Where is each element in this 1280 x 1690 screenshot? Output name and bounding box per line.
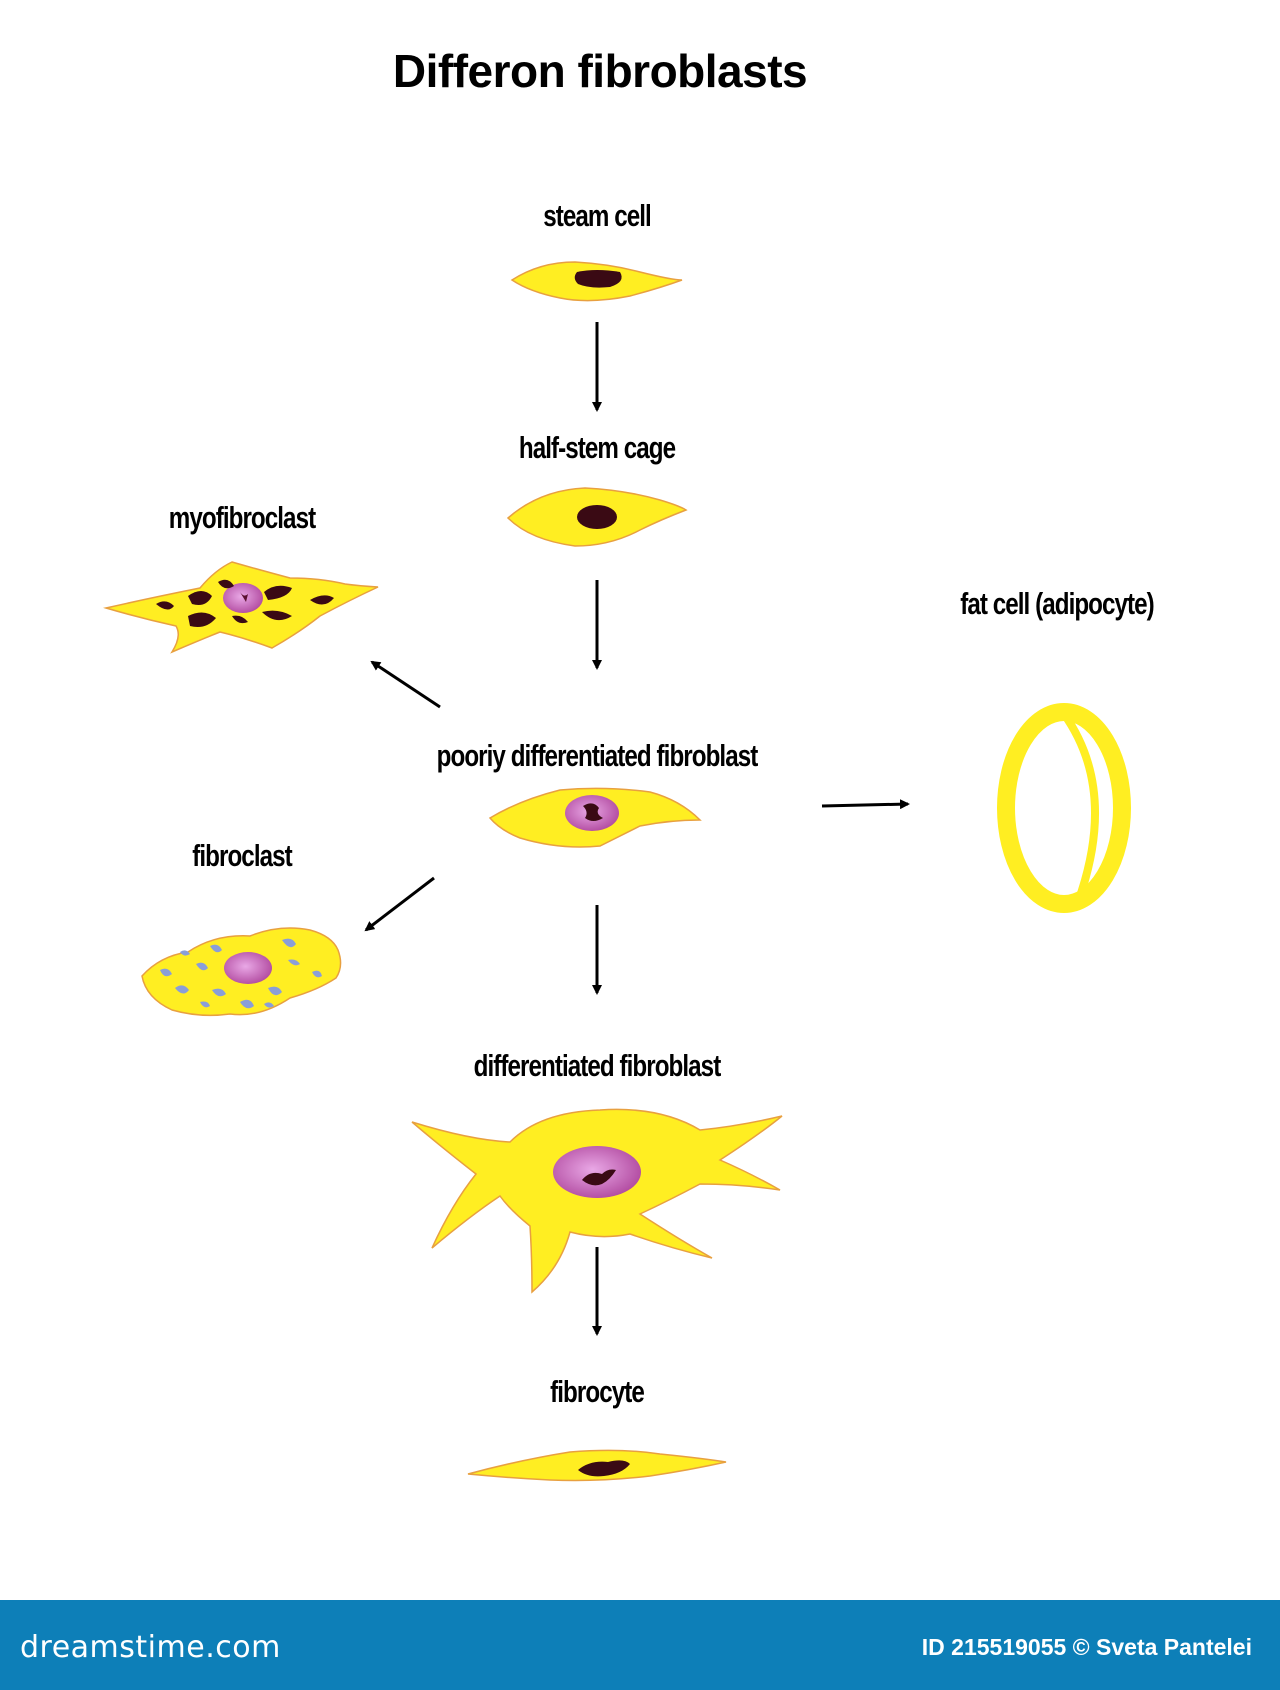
arrow-poorly-to-myofibroclast [370, 660, 441, 709]
half-stem-cell-shape [506, 487, 688, 547]
diagram-title: Differon fibroblasts [392, 45, 808, 97]
label-fat-cell: fat cell (adipocyte) [960, 586, 1155, 621]
label-myofibroclast: myofibroclast [168, 500, 316, 535]
arrow-poorly-to-fat-cell [821, 799, 910, 810]
label-fibroclast: fibroclast [192, 838, 292, 873]
label-half-stem-cage: half-stem cage [518, 430, 676, 465]
fibroclast-shape [141, 927, 342, 1017]
diagram-canvas [103, 261, 1131, 1482]
arrow-poorly-to-fibroclast [364, 876, 435, 932]
label-steam-cell: steam cell [543, 198, 652, 233]
brand-logo[interactable]: dreamstime.com [20, 1630, 281, 1665]
myofibroclast-shape [103, 561, 379, 654]
fibrocyte-shape [467, 1449, 727, 1482]
fat-cell-shape [997, 703, 1131, 913]
label-differentiated-fibroblast: differentiated fibroblast [473, 1048, 722, 1083]
label-fibrocyte: fibrocyte [550, 1374, 645, 1409]
differentiated-fibroblast-shape [411, 1108, 783, 1294]
image-credit: ID 215519055 © Sveta Pantelei [921, 1634, 1252, 1660]
stem-cell-shape [510, 261, 683, 302]
label-poorly-differentiated-fibroblast: pooriy differentiated fibroblast [436, 738, 759, 773]
poorly-differentiated-fibroblast-shape [488, 787, 702, 848]
footer-bar: dreamstime.com ID 215519055 © Sveta Pant… [0, 1600, 1280, 1690]
arrows [364, 322, 910, 1336]
